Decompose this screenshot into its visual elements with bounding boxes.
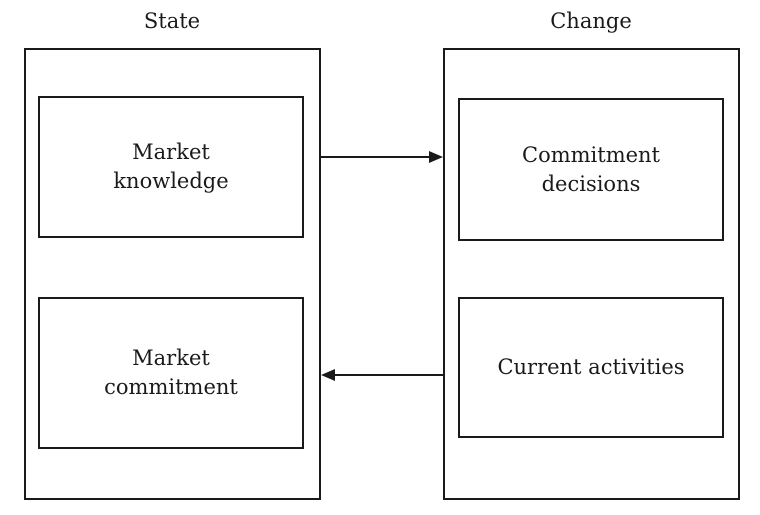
current-activities-label: Current activities — [497, 355, 685, 379]
arrow-change-to-state — [321, 369, 443, 381]
current-activities-box: Current activities — [458, 297, 724, 438]
state-column-header: State — [143, 9, 201, 33]
arrow-state-to-change — [321, 151, 443, 163]
market-knowledge-label: Market knowledge — [113, 140, 229, 193]
change-column-frame — [443, 48, 740, 500]
market-commitment-label: Market commitment — [104, 346, 238, 399]
market-knowledge-box: Market knowledge — [38, 96, 304, 238]
change-column-header: Change — [550, 9, 632, 33]
state-column-frame — [24, 48, 321, 500]
commitment-decisions-box: Commitment decisions — [458, 98, 724, 241]
commitment-decisions-label: Commitment decisions — [522, 142, 660, 196]
market-commitment-box: Market commitment — [38, 297, 304, 449]
